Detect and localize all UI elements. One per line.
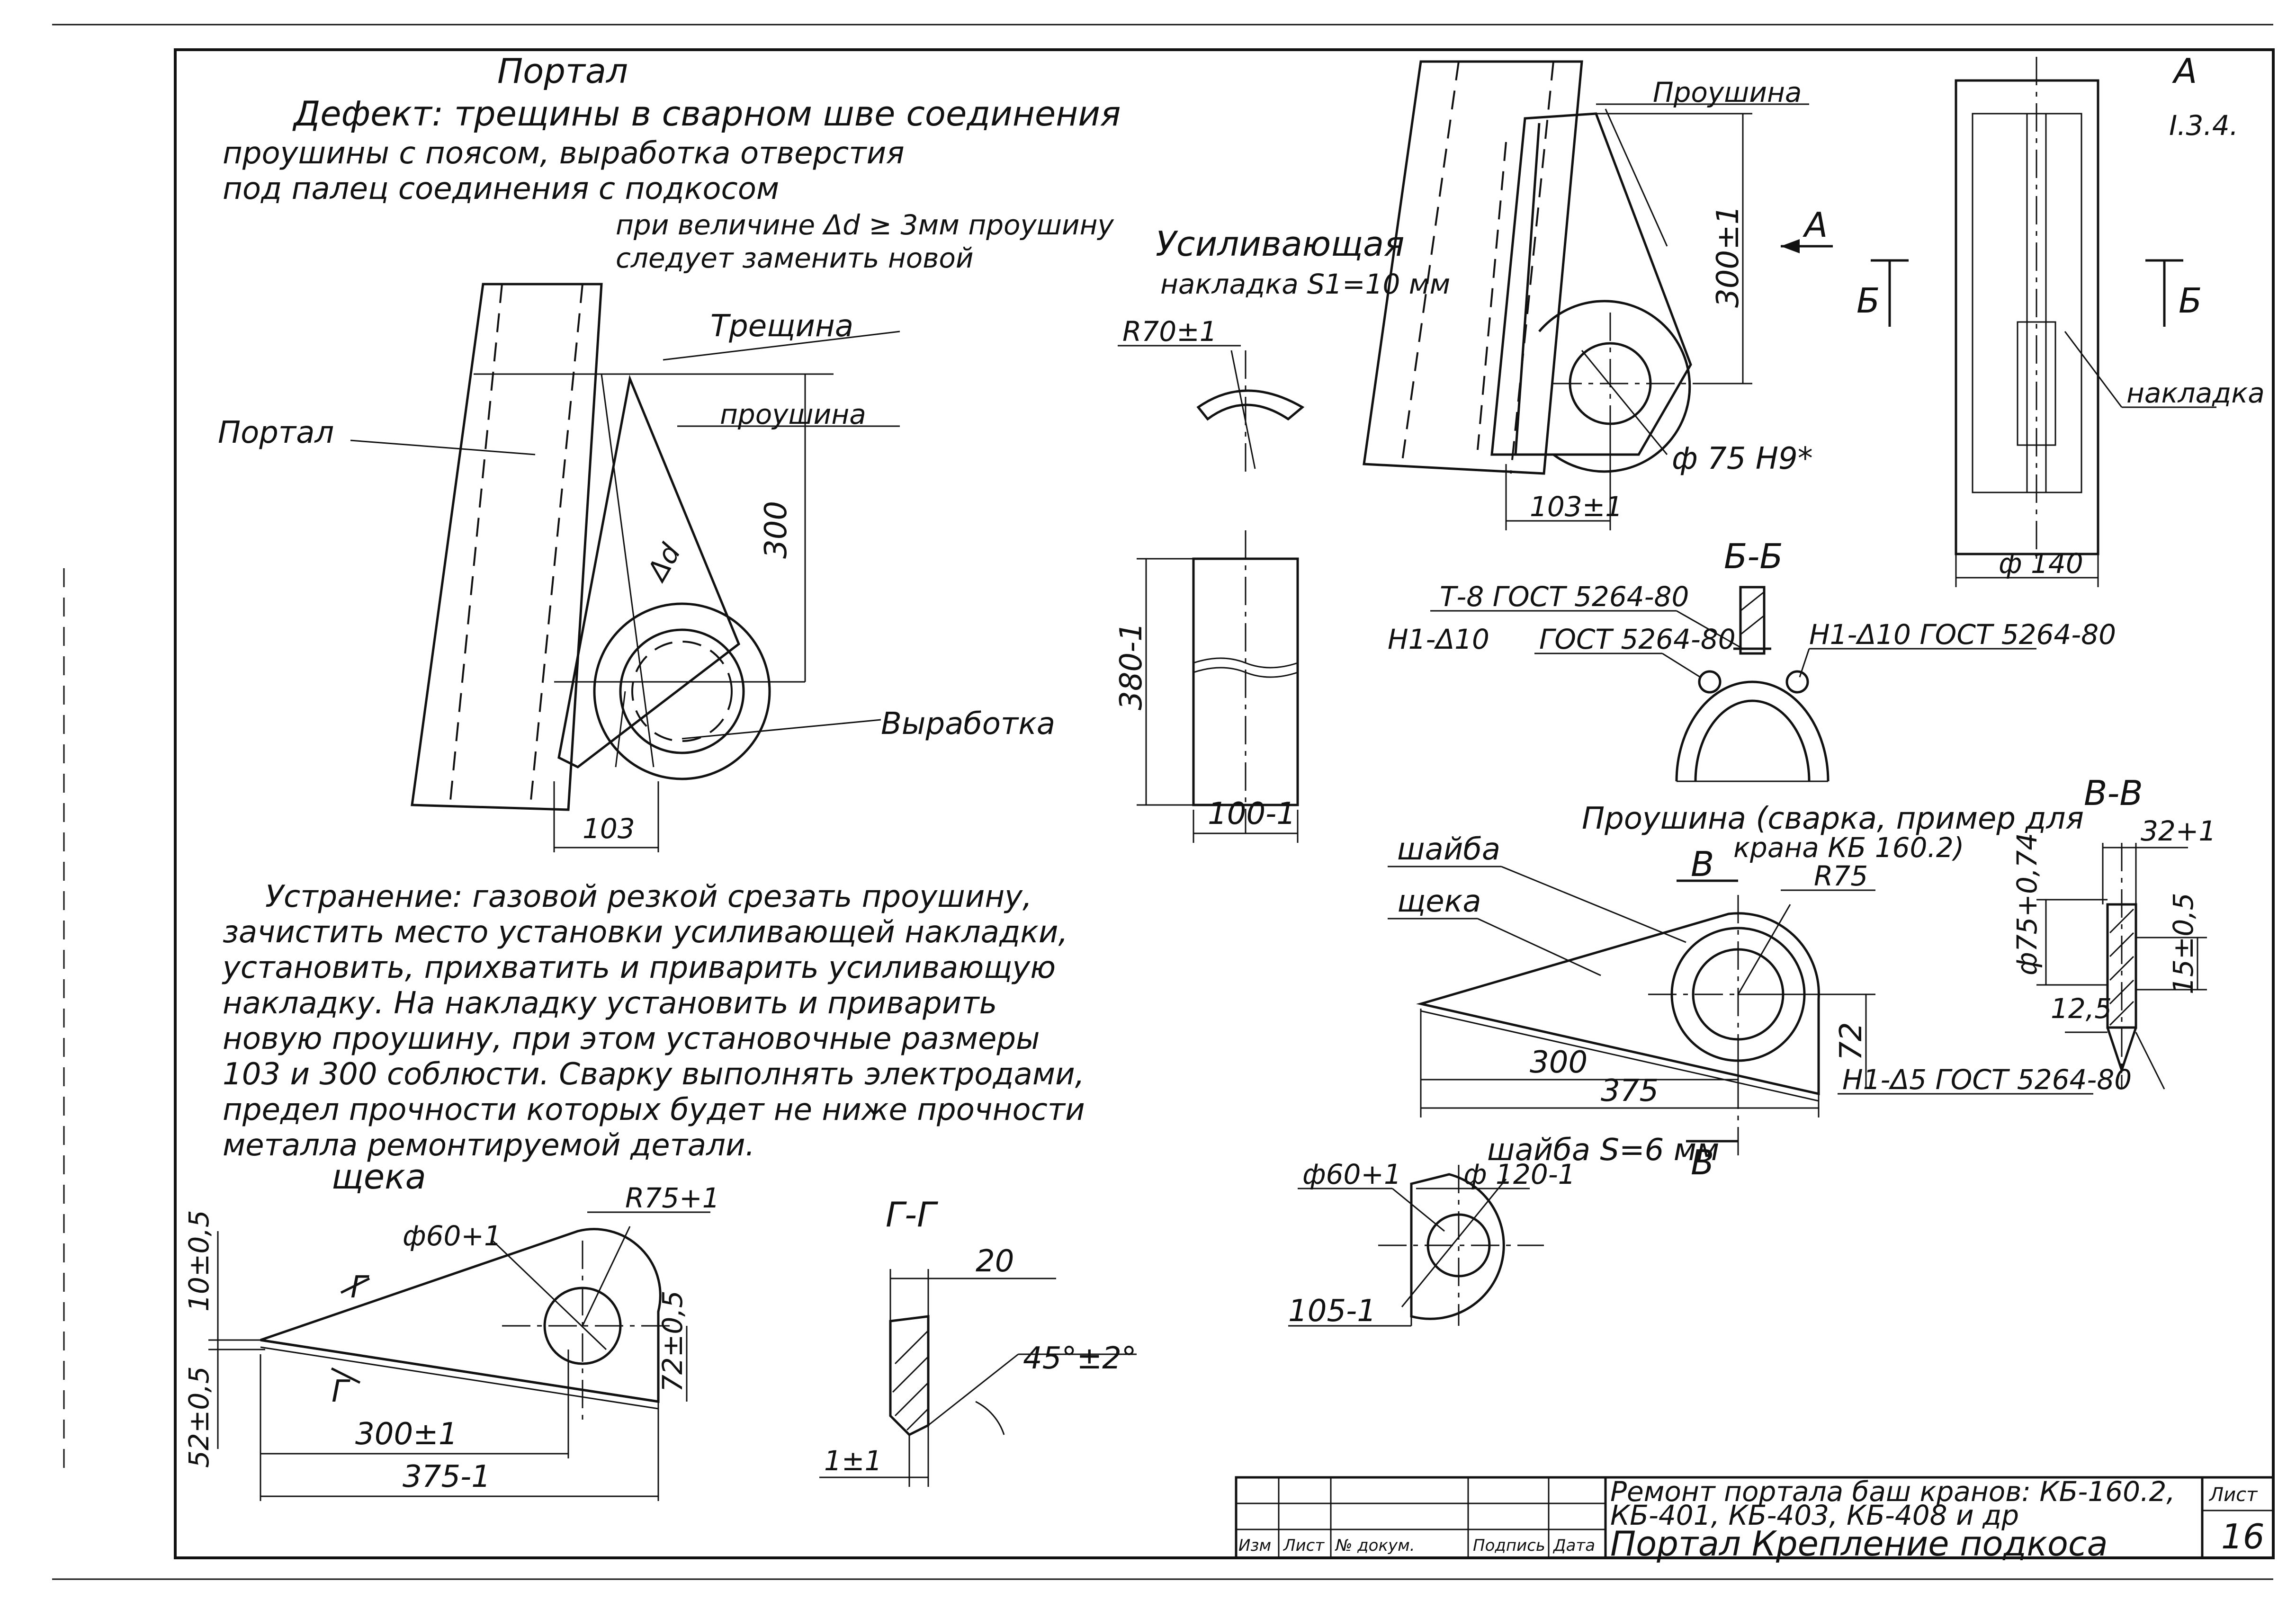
lug-assembly-cut-b-top: В bbox=[1691, 844, 1714, 884]
tb-sheet-label: Лист bbox=[2208, 1484, 2258, 1506]
section-bb-weld2-std: ГОСТ 5264-80 bbox=[1539, 623, 1736, 655]
repair-line-3: установить, прихватить и приварить усили… bbox=[222, 950, 1056, 985]
lug-d75: ф 75 H9* bbox=[1672, 441, 1813, 476]
cheek-drawing bbox=[208, 1211, 710, 1501]
section-gg-angle: 45°±2° bbox=[1023, 1341, 1137, 1376]
dim-103: 103 bbox=[583, 813, 635, 845]
lug-assembly-d72: 72 bbox=[1834, 1022, 1869, 1061]
section-bb-title: Б-Б bbox=[1724, 536, 1783, 576]
repair-line-5: новую проушину, при этом установочные ра… bbox=[223, 1021, 1040, 1056]
cheek-d72: 72±0,5 bbox=[656, 1290, 689, 1392]
view-a-arrow-label: А bbox=[1803, 205, 1828, 245]
view-a-cut-b-left: Б bbox=[1857, 281, 1880, 321]
plate-r70: R70±1 bbox=[1122, 315, 1217, 348]
defect-rule-2: следует заменить новой bbox=[616, 242, 974, 274]
section-bb-weld2: Н1-Δ10 bbox=[1388, 623, 1489, 655]
dim-300: 300 bbox=[759, 501, 794, 559]
section-vv-d32: 32+1 bbox=[2141, 815, 2216, 847]
lug-assembly-title: Проушина (сварка, пример для bbox=[1582, 801, 2084, 836]
tb-col-date: Дата bbox=[1552, 1536, 1595, 1555]
section-vv-d12: 12,5 bbox=[2051, 992, 2112, 1025]
repair-line-7: предел прочности которых будет не ниже п… bbox=[223, 1092, 1085, 1127]
section-bb-drawing bbox=[1430, 586, 2036, 782]
lug-assembly-drawing bbox=[1388, 866, 2093, 1155]
plate-drawing bbox=[1118, 345, 1305, 843]
defect-line-1: Дефект: трещины в сварном шве соединения bbox=[292, 94, 1121, 134]
tb-desc-2: КБ-401, КБ-403, КБ-408 и др bbox=[1610, 1499, 2019, 1531]
sheet-frame bbox=[174, 48, 2275, 1559]
section-bb-weld1: Т-8 ГОСТ 5264-80 bbox=[1440, 581, 1689, 613]
defect-line-3: под палец соединения с подкосом bbox=[223, 171, 779, 206]
cheek-d60: ф60+1 bbox=[403, 1220, 502, 1252]
title-block bbox=[1235, 1476, 2275, 1559]
lug-assembly-d375: 375 bbox=[1601, 1073, 1659, 1108]
section-gg-title: Г-Г bbox=[886, 1195, 938, 1234]
section-gg-d20: 20 bbox=[976, 1244, 1014, 1279]
section-vv-d75: ф75+0,74 bbox=[2011, 833, 2043, 975]
cheek-d10: 10±0,5 bbox=[183, 1210, 215, 1312]
defect-rule-1: при величине Δd ≥ 3мм проушину bbox=[616, 209, 1114, 241]
washer-title: шайба S=6 мм bbox=[1487, 1133, 1719, 1168]
repair-line-6: 103 и 300 соблюсти. Сварку выполнять эле… bbox=[223, 1057, 1085, 1092]
lug-assembly-washer: шайба bbox=[1397, 832, 1500, 867]
plate-d380: 380-1 bbox=[1114, 622, 1149, 710]
cheek-d300: 300±1 bbox=[355, 1417, 458, 1452]
tb-desc-3: Портал Крепление подкоса bbox=[1610, 1524, 2108, 1564]
cheek-d52: 52±0,5 bbox=[183, 1366, 215, 1468]
lug-d103: 103±1 bbox=[1530, 491, 1623, 523]
plate-title-2: накладка S1=10 мм bbox=[1160, 268, 1450, 300]
cheek-title: щека bbox=[332, 1157, 426, 1197]
view-a-drawing bbox=[1871, 57, 2216, 587]
section-gg-d1: 1±1 bbox=[824, 1445, 882, 1477]
repair-line-1: Устранение: газовой резкой срезать проуш… bbox=[265, 879, 1032, 914]
portal-main-view bbox=[350, 283, 900, 852]
section-vv-d15: 15±0,5 bbox=[2167, 893, 2199, 994]
tb-col-sign: Подпись bbox=[1473, 1536, 1545, 1555]
lug-assembly-d300: 300 bbox=[1530, 1045, 1587, 1080]
lug-assembly-r75: R75 bbox=[1814, 860, 1868, 892]
lug-assembly-cheek: щека bbox=[1397, 884, 1481, 919]
repair-line-8: металла ремонтируемой детали. bbox=[223, 1128, 755, 1163]
lug-d300: 300±1 bbox=[1711, 206, 1746, 308]
section-gg-drawing bbox=[819, 1269, 1137, 1487]
view-a-plate-label: накладка bbox=[2126, 377, 2265, 409]
lug-label: проушина bbox=[720, 398, 866, 430]
defect-line-2: проушины с поясом, выработка отверстия bbox=[223, 136, 905, 171]
washer-d105: 105-1 bbox=[1288, 1294, 1376, 1329]
section-bb-weld3: Н1-Δ10 ГОСТ 5264-80 bbox=[1809, 618, 2116, 651]
lug-assembly-cut-b-bottom: В bbox=[1691, 1143, 1714, 1182]
tb-col-list: Лист bbox=[1283, 1536, 1325, 1555]
wear-label: Выработка bbox=[881, 706, 1055, 742]
lug-label-top: Проушина bbox=[1653, 76, 1802, 108]
repair-line-4: накладку. На накладку установить и прива… bbox=[223, 986, 997, 1021]
tb-col-doc: № докум. bbox=[1335, 1536, 1415, 1555]
view-a-d140: ф 140 bbox=[1999, 547, 2083, 580]
lug-portal-view bbox=[1363, 60, 1833, 530]
view-a-ref: I.3.4. bbox=[2169, 109, 2238, 142]
crack-label: Трещина bbox=[710, 309, 853, 344]
lug-assembly-title-2: крана КБ 160.2) bbox=[1733, 831, 1964, 864]
cheek-cut-bottom: Г bbox=[332, 1374, 350, 1409]
view-a-cut-b-right: Б bbox=[2179, 281, 2202, 321]
section-vv-title: В-В bbox=[2084, 773, 2143, 813]
tb-desc-1: Ремонт портала баш кранов: КБ-160.2, bbox=[1610, 1475, 2175, 1508]
portal-label: Портал bbox=[218, 415, 334, 450]
page-title: Портал bbox=[497, 51, 628, 91]
lug-assembly-weld: Н1-Δ5 ГОСТ 5264-80 bbox=[1842, 1064, 2132, 1096]
repair-line-2: зачистить место установки усиливающей на… bbox=[223, 915, 1068, 950]
cheek-d375: 375-1 bbox=[403, 1459, 491, 1494]
section-vv-drawing bbox=[2036, 843, 2207, 1090]
washer-d120: ф 120-1 bbox=[1463, 1158, 1576, 1190]
view-a-title: А bbox=[2172, 51, 2197, 91]
tb-col-izm: Изм bbox=[1238, 1536, 1271, 1555]
plate-d100: 100-1 bbox=[1208, 796, 1296, 831]
tb-sheet-number: 16 bbox=[2221, 1517, 2265, 1556]
dim-delta: Δd bbox=[640, 538, 687, 588]
washer-d60: ф60+1 bbox=[1302, 1158, 1401, 1190]
cheek-r75: R75+1 bbox=[625, 1182, 720, 1214]
plate-title-1: Усиливающая bbox=[1156, 224, 1404, 264]
washer-drawing bbox=[1288, 1165, 1544, 1327]
cheek-cut-top: Г bbox=[350, 1270, 369, 1305]
